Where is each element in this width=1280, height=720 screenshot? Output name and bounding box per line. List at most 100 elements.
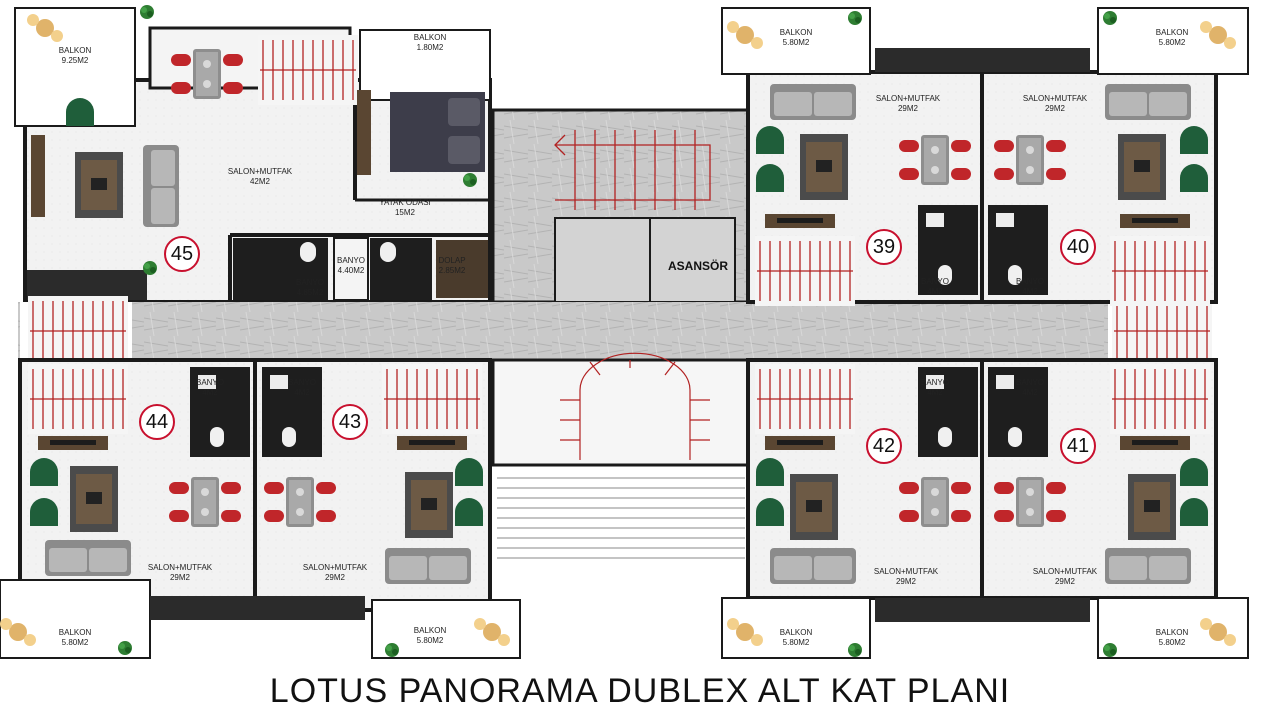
kitchen-counter-icon — [27, 270, 147, 300]
armchair-icon — [455, 458, 483, 486]
elevator-shaft — [554, 217, 736, 303]
stairs-icon — [27, 295, 129, 367]
tv-unit-icon — [1120, 214, 1190, 228]
corridor — [18, 302, 1110, 360]
stairs-icon — [1109, 235, 1211, 307]
stairs-icon — [754, 235, 856, 307]
core-stairs-top — [554, 130, 711, 210]
lower-stair-core — [491, 358, 750, 467]
tv-unit-icon — [31, 135, 45, 217]
tv-unit-icon — [765, 436, 835, 450]
armchair-icon — [756, 164, 784, 192]
stairs-icon — [1109, 363, 1211, 435]
bathroom-45-icon — [233, 237, 432, 301]
plant-icon — [848, 11, 862, 25]
plant-icon — [118, 641, 132, 655]
stairs-icon — [257, 34, 359, 106]
tv-unit-icon — [397, 436, 467, 450]
rug-icon — [1118, 134, 1166, 200]
unit-number-39: 39 — [866, 229, 902, 265]
entrance-steps — [497, 477, 745, 559]
armchair-icon — [1180, 458, 1208, 486]
plant-icon — [1103, 11, 1117, 25]
plan-title: LOTUS PANORAMA DUBLEX ALT KAT PLANI — [269, 672, 1011, 710]
rug-icon — [70, 466, 118, 532]
plant-icon — [140, 5, 154, 19]
armchair-icon — [756, 458, 784, 486]
kitchen-counter-icon — [875, 48, 1090, 72]
tv-unit-icon — [1120, 436, 1190, 450]
kitchen-counter-icon — [150, 596, 365, 620]
stairs-icon — [1111, 295, 1213, 367]
armchair-icon — [756, 126, 784, 154]
armchair-icon — [1180, 498, 1208, 526]
unit-number-42: 42 — [866, 428, 902, 464]
armchair-icon — [1180, 126, 1208, 154]
armchair-icon — [1180, 164, 1208, 192]
armchair-icon — [30, 458, 58, 486]
spiral-stairs-icon — [560, 352, 710, 460]
plant-icon — [385, 643, 399, 657]
closet-icon — [436, 240, 488, 298]
sofa-icon — [770, 84, 856, 120]
armchair-icon — [30, 498, 58, 526]
rug-icon — [790, 474, 838, 540]
stairs-icon — [381, 363, 483, 435]
tv-unit-icon — [38, 436, 108, 450]
plant-icon — [463, 173, 477, 187]
floor-plan — [0, 5, 1249, 659]
armchair-icon — [756, 498, 784, 526]
sofa-icon — [1105, 548, 1191, 584]
unit-number-44: 44 — [139, 404, 175, 440]
double-bed-icon — [390, 92, 485, 172]
rug-icon — [405, 472, 453, 538]
armchair-icon — [66, 98, 94, 126]
unit-number-41: 41 — [1060, 428, 1096, 464]
sofa-icon — [45, 540, 131, 576]
tv-unit-icon — [765, 214, 835, 228]
sofa-icon — [143, 145, 179, 227]
wardrobe-icon — [357, 90, 371, 175]
unit-number-40: 40 — [1060, 229, 1096, 265]
stairs-icon — [27, 363, 129, 435]
sofa-icon — [385, 548, 471, 584]
armchair-icon — [455, 498, 483, 526]
stairs-icon — [754, 363, 856, 435]
unit-number-43: 43 — [332, 404, 368, 440]
rug-icon — [75, 152, 123, 218]
sofa-icon — [770, 548, 856, 584]
kitchen-counter-icon — [875, 598, 1090, 622]
elevator-label: ASANSÖR — [668, 259, 729, 273]
unit-number-45: 45 — [164, 236, 200, 272]
sofa-icon — [1105, 84, 1191, 120]
plant-icon — [848, 643, 862, 657]
rug-icon — [1128, 474, 1176, 540]
rug-icon — [800, 134, 848, 200]
plant-icon — [1103, 643, 1117, 657]
plant-icon — [143, 261, 157, 275]
